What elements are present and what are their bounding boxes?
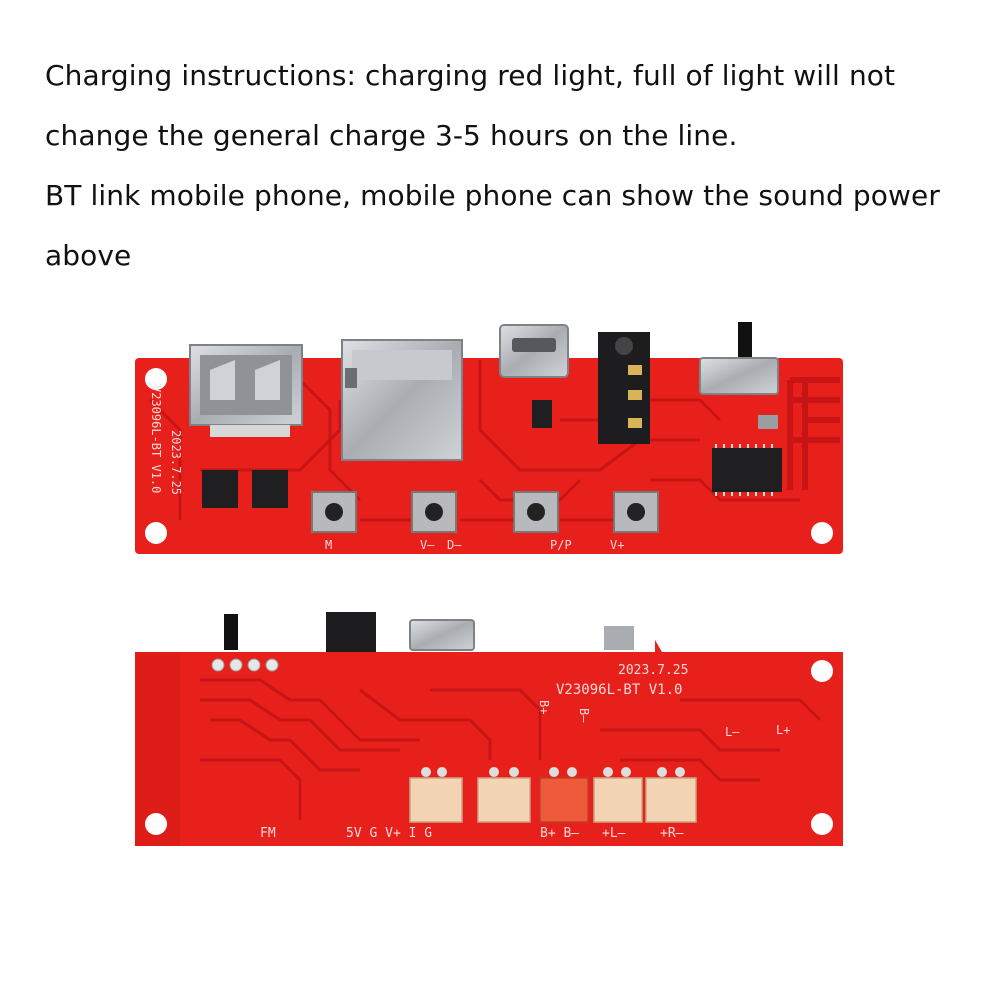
solder-pads	[211, 658, 279, 672]
button-label-d-minus: D–	[447, 538, 462, 552]
switch-lever	[224, 614, 238, 650]
amp-chip-1	[202, 470, 238, 508]
bottom-board-model: V23096L-BT V1.0	[556, 682, 682, 698]
audio-jack	[598, 332, 650, 444]
caption-line-4: above	[45, 239, 132, 272]
caption-line-2: change the general charge 3-5 hours on t…	[45, 119, 738, 152]
mount-hole	[811, 660, 833, 682]
label-right: +R–	[660, 826, 684, 841]
button-label-m: M	[325, 538, 332, 552]
connector-battery	[539, 767, 589, 823]
bt-antenna	[787, 377, 840, 490]
button-label-pp: P/P	[550, 538, 572, 552]
bt-ic-chip	[712, 444, 782, 496]
label-l-minus: L–	[725, 725, 740, 739]
mount-hole	[145, 368, 167, 390]
label-fm: FM	[260, 826, 276, 841]
sd-edge	[604, 626, 634, 650]
label-left: +L–	[602, 826, 626, 841]
jack-top	[326, 612, 376, 652]
sd-card-slot	[341, 339, 463, 461]
connector-power	[409, 767, 463, 823]
mount-hole	[145, 522, 167, 544]
mount-hole	[145, 813, 167, 835]
label-b-minus: B–	[577, 708, 591, 723]
mount-hole	[811, 522, 833, 544]
connector-left-speaker	[593, 767, 643, 823]
bottom-board-date: 2023.7.25	[618, 663, 688, 678]
bottom-board-traces	[200, 678, 822, 820]
top-board-model: V23096L-BT V1.0	[149, 385, 163, 493]
label-b-plus: B+	[537, 700, 551, 714]
top-board-date: 2023.7.25	[169, 430, 183, 495]
button-label-v-plus: V+	[610, 538, 624, 552]
usb-top	[409, 619, 475, 651]
caption-line-1: Charging instructions: charging red ligh…	[45, 59, 896, 92]
label-power: 5V G V+ I G	[346, 826, 432, 841]
small-ic	[532, 400, 552, 428]
usb-port	[189, 344, 303, 437]
micro-usb-port	[499, 324, 569, 378]
power-switch	[699, 322, 779, 395]
crystal	[758, 415, 778, 429]
caption: Charging instructions: charging red ligh…	[45, 46, 975, 286]
button-label-v-minus: V–	[420, 538, 435, 552]
label-battery: B+ B–	[540, 826, 579, 841]
bottom-board: 2023.7.25 V23096L-BT V1.0 B+ B– L– L+ FM…	[135, 612, 843, 846]
label-l-plus: L+	[776, 723, 790, 737]
connector-right-speaker	[645, 767, 697, 823]
top-board: 2023.7.25 V23096L-BT V1.0 M V– D– P/P V+	[135, 322, 843, 554]
tactile-buttons	[311, 491, 659, 533]
caption-line-3: BT link mobile phone, mobile phone can s…	[45, 179, 940, 212]
amp-chip-2	[252, 470, 288, 508]
mount-hole	[811, 813, 833, 835]
connector-power-2	[477, 767, 531, 823]
